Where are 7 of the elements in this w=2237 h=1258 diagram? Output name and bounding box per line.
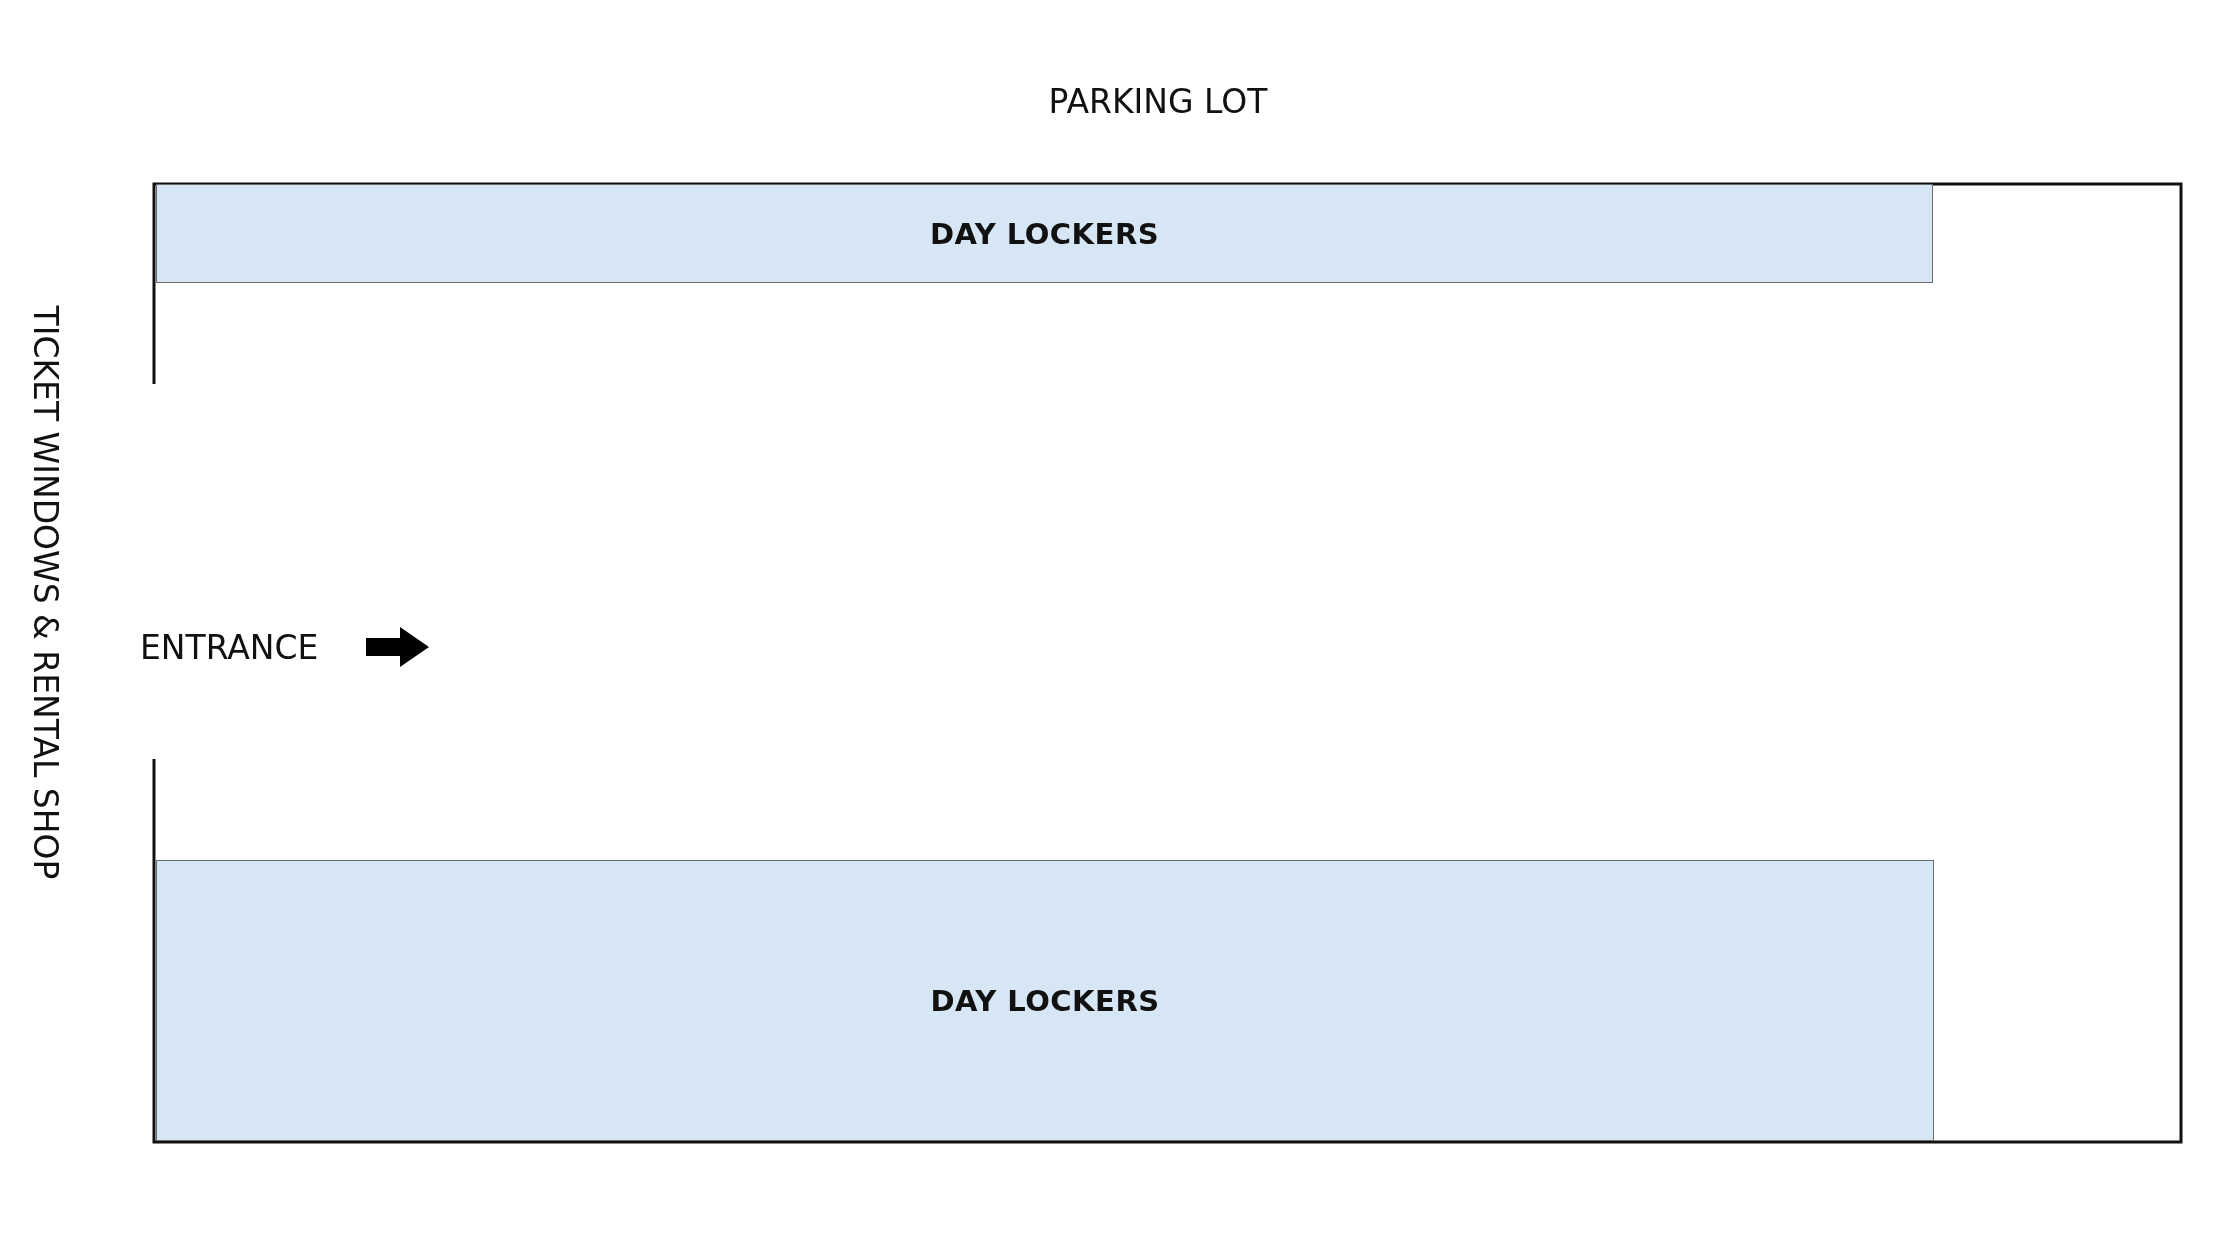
entrance-label: ENTRANCE: [140, 627, 319, 667]
locker-area: [156, 184, 1933, 283]
area-label: DAY LOCKERS: [930, 983, 1160, 1018]
area-label: DAY LOCKERS: [929, 216, 1160, 251]
area-label: TICKET WINDOWS & RENTAL SHOP: [26, 305, 66, 879]
locker-area: [156, 860, 1934, 1141]
area-label: PARKING LOT: [1048, 81, 1268, 121]
